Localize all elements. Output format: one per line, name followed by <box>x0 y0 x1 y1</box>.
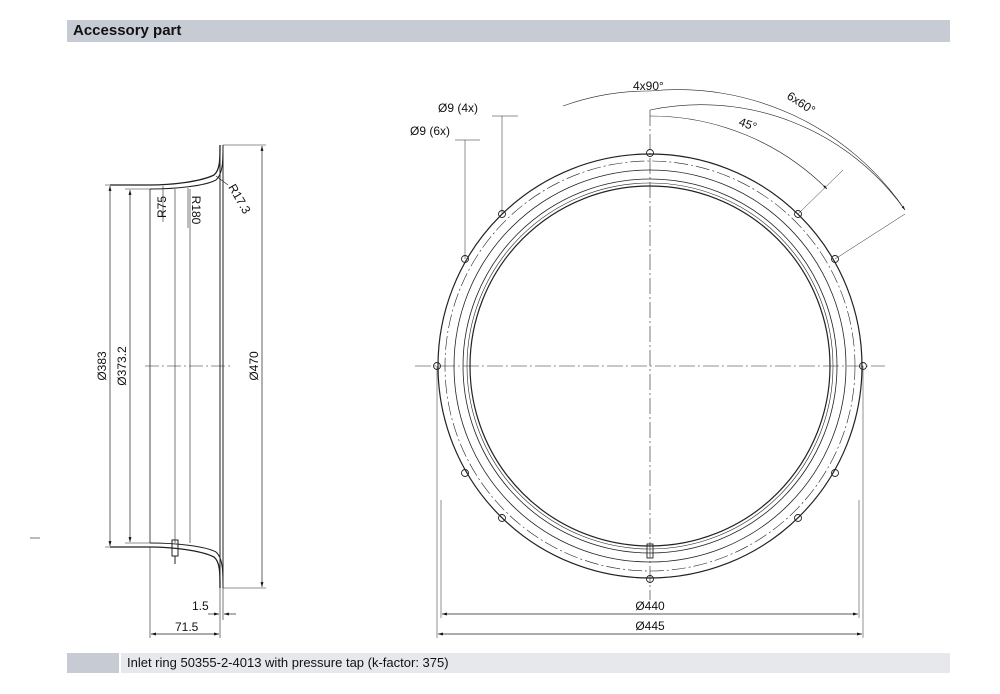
label-hole-6x: Ø9 (6x) <box>410 124 450 138</box>
side-view <box>105 144 266 638</box>
label-depth: 71.5 <box>175 620 199 634</box>
front-pressure-tap <box>646 543 654 559</box>
ring-profile-bottom <box>110 546 221 589</box>
label-angle-4x90: 4x90° <box>633 79 664 93</box>
arc-4x90 <box>562 90 651 107</box>
arc-45 <box>649 115 828 190</box>
footer-caption: Inlet ring 50355-2-4013 with pressure ta… <box>127 655 449 670</box>
label-dia-373: Ø373.2 <box>115 346 129 386</box>
label-dia-440: Ø440 <box>635 599 665 613</box>
inner-bore-circle <box>469 185 831 547</box>
label-dia-470: Ø470 <box>247 351 261 381</box>
label-angle-45: 45° <box>737 115 759 134</box>
section-title: Accessory part <box>73 22 182 39</box>
footer-swatch <box>67 653 119 673</box>
footer-caption-bar: Inlet ring 50355-2-4013 with pressure ta… <box>121 653 950 673</box>
section-header: Accessory part <box>67 20 950 42</box>
label-radius-r75: R75 <box>155 196 169 218</box>
bolt-circle <box>444 160 856 572</box>
front-view <box>415 89 906 638</box>
ring-profile-top <box>110 144 221 186</box>
label-radius-r17: R17.3 <box>225 182 253 217</box>
label-dia-445: Ø445 <box>635 619 665 633</box>
label-dia-383: Ø383 <box>95 351 109 381</box>
arc-6x60 <box>649 104 906 211</box>
holes-4x <box>433 149 867 583</box>
label-hole-4x: Ø9 (4x) <box>438 101 478 115</box>
label-radius-r180: R180 <box>189 196 203 225</box>
outer-flange-circle <box>437 153 863 579</box>
label-thickness: 1.5 <box>192 599 209 613</box>
